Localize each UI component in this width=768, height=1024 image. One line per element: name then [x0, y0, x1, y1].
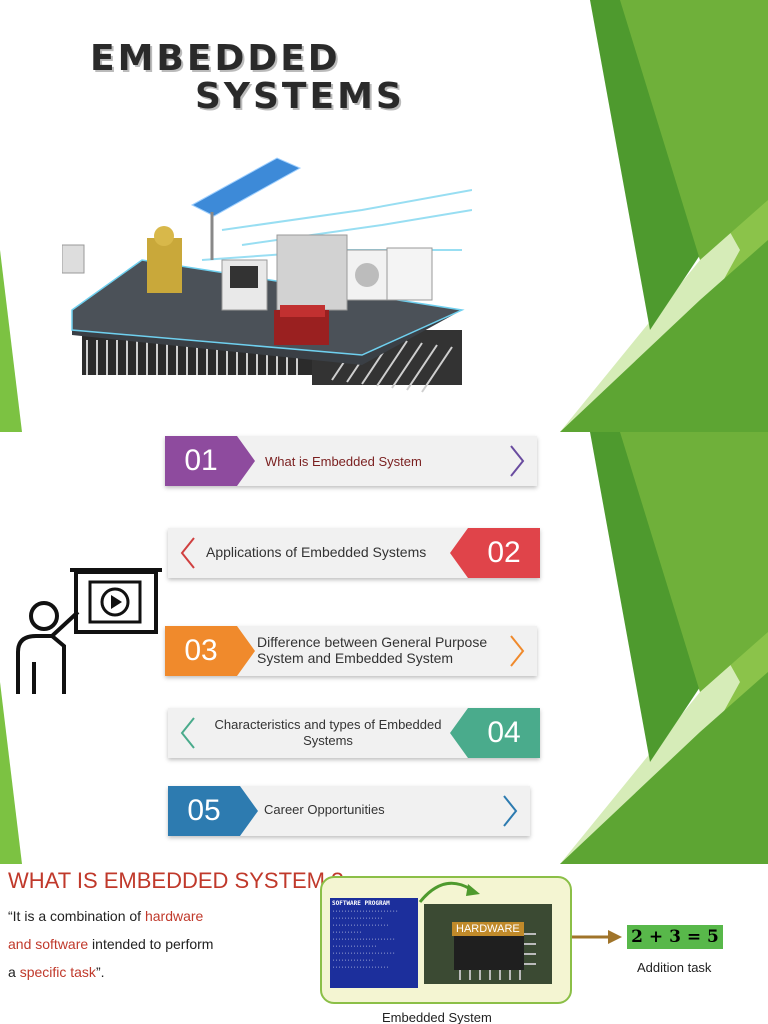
- agenda-number: 01: [184, 444, 218, 477]
- agenda-item-02[interactable]: 02 Applications of Embedded Systems: [168, 528, 540, 578]
- number-badge-shape: [165, 626, 255, 676]
- chevron-right-icon: [510, 445, 525, 477]
- agenda-number: 04: [487, 716, 521, 749]
- chip-illustration: [62, 157, 472, 393]
- definition-quote: “It is a combination of hardware and sof…: [8, 902, 213, 986]
- slide-agenda: 01 What is Embedded System 02 Applicatio…: [0, 432, 768, 864]
- chip-icon: [424, 904, 552, 984]
- chevron-right-icon: [503, 795, 518, 827]
- agenda-number: 03: [184, 634, 218, 667]
- software-title: SOFTWARE PROGRAM: [332, 900, 390, 907]
- quote-text: “It is a combination of: [8, 908, 145, 924]
- agenda-label: What is Embedded System: [265, 454, 422, 469]
- hardware-label: HARDWARE: [452, 922, 524, 936]
- addition-task-caption: Addition task: [637, 960, 712, 975]
- agenda-label: Applications of Embedded Systems: [206, 544, 427, 560]
- slide-embedded-systems-title: EMBEDDED SYSTEMS: [0, 0, 768, 432]
- addition-equation: 2 + 3 = 5: [627, 925, 723, 949]
- slide-what-is-embedded-system: WHAT IS EMBEDDED SYSTEM ? “It is a combi…: [0, 864, 768, 1024]
- number-badge-shape: [450, 708, 540, 758]
- chevron-right-icon: [510, 635, 525, 667]
- title-line-1: EMBEDDED: [90, 38, 341, 79]
- title-line-2: SYSTEMS: [195, 76, 405, 117]
- slide-heading: WHAT IS EMBEDDED SYSTEM ?: [8, 868, 344, 893]
- curved-arrow-icon: [418, 881, 480, 903]
- agenda-label: Difference between General Purpose Syste…: [257, 634, 488, 666]
- hardware-chip-image: HARDWARE: [424, 904, 552, 984]
- arrow-right-icon: [572, 930, 622, 944]
- agenda-item-01[interactable]: 01 What is Embedded System: [165, 436, 537, 486]
- agenda-label: Career Opportunities: [264, 802, 385, 817]
- number-badge-shape: [168, 786, 258, 836]
- green-corner-decoration: [0, 0, 768, 432]
- number-badge-shape: [165, 436, 255, 486]
- chevron-left-icon: [180, 537, 195, 569]
- embedded-system-caption: Embedded System: [382, 1010, 492, 1024]
- quote-text: intended to perform: [88, 936, 214, 952]
- agenda-number: 05: [187, 794, 221, 827]
- green-corner-decoration: [0, 432, 768, 864]
- quote-text: ”.: [95, 964, 105, 980]
- number-badge-shape: [450, 528, 540, 578]
- embedded-system-box: SOFTWARE PROGRAM ······················ …: [320, 876, 572, 1004]
- presenter-icon: [16, 568, 162, 694]
- agenda-item-04[interactable]: 04 Characteristics and types of Embedded…: [168, 708, 540, 758]
- quote-highlight: hardware: [144, 908, 204, 924]
- agenda-label: Characteristics and types of Embedded Sy…: [214, 717, 442, 748]
- quote-text: a: [8, 964, 20, 980]
- software-program-panel: SOFTWARE PROGRAM ······················ …: [330, 898, 418, 988]
- agenda-number: 02: [487, 536, 521, 569]
- agenda-item-03[interactable]: 03 Difference between General Purpose Sy…: [165, 626, 537, 676]
- chevron-left-icon: [180, 717, 195, 749]
- quote-highlight: specific task: [19, 964, 96, 980]
- quote-highlight: and software: [8, 936, 89, 952]
- agenda-item-05[interactable]: 05 Career Opportunities: [168, 786, 530, 836]
